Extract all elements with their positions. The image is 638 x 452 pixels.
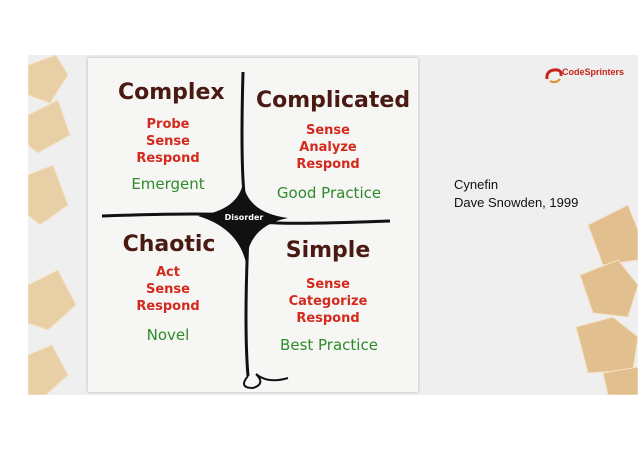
chaotic-step: Act [156,265,180,280]
complex-step: Respond [136,151,200,166]
simple-title: Simple [285,238,371,263]
chaotic-practice: Novel [146,326,190,344]
complicated-step: Analyze [299,140,357,155]
complex-step: Sense [146,134,190,149]
simple-step: Sense [306,277,350,292]
logo-icon [545,68,563,84]
center-label: Disorder [224,213,264,222]
decorative-shapes [28,55,638,395]
company-logo: CodeSprinters [544,65,630,91]
complicated-title: Complicated [256,88,411,113]
simple-step: Respond [296,311,360,326]
simple-practice: Best Practice [280,336,378,354]
complicated-step: Respond [296,157,360,172]
slide-caption: Cynefin Dave Snowden, 1999 [454,176,578,212]
simple-steps: Sense Categorize Respond [273,276,383,327]
complicated-step: Sense [306,123,350,138]
simple-step: Categorize [288,294,368,309]
complicated-steps: Sense Analyze Respond [278,122,378,173]
complex-step: Probe [146,117,190,132]
complex-title: Complex [118,80,225,105]
caption-author: Dave Snowden, 1999 [454,195,579,210]
complex-practice: Emergent [131,175,205,193]
cynefin-framework-lines [101,71,391,390]
logo-text: CodeSprinters [562,67,625,77]
chaotic-step: Respond [136,299,200,314]
cynefin-diagram-image: Disorder Complex Probe Sense Respond Eme… [88,58,418,392]
chaotic-steps: Act Sense Respond [118,264,218,315]
chaotic-step: Sense [146,282,190,297]
complex-steps: Probe Sense Respond [118,116,218,167]
caption-title: Cynefin [454,177,499,192]
complicated-practice: Good Practice [276,184,382,202]
chaotic-title: Chaotic [122,232,216,257]
